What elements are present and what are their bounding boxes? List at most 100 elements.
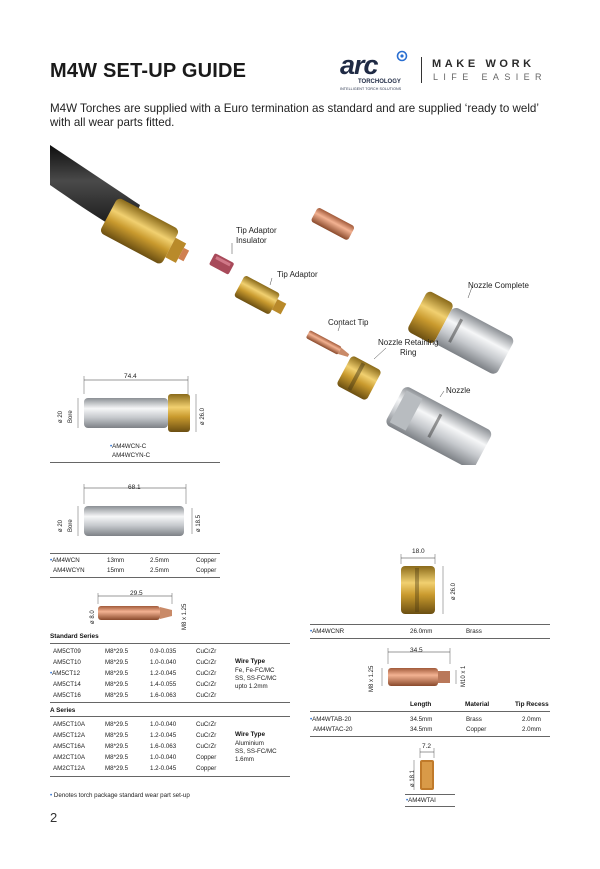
divider xyxy=(310,736,550,737)
cell-material: CuCrZr xyxy=(196,743,217,750)
dim-nozzle-complete-length: 74.4 xyxy=(124,373,137,380)
cell-size: M8*29.5 xyxy=(105,648,129,655)
brand-logo-sub: TORCHOLOGY xyxy=(358,79,401,85)
table-row: •AM4WCNR xyxy=(310,628,345,635)
divider xyxy=(405,794,455,795)
cell-size: M8*29.5 xyxy=(105,659,129,666)
standard-series-heading: Standard Series xyxy=(50,633,99,640)
cell-material: CuCrZr xyxy=(196,692,217,699)
page-title: M4W SET-UP GUIDE xyxy=(50,60,247,82)
cell-wire: 1.0-0.040 xyxy=(150,754,177,761)
cell-material: CuCrZr xyxy=(196,648,217,655)
cell-material: CuCrZr xyxy=(196,670,217,677)
a-series-heading: A Series xyxy=(50,707,76,714)
cell-wire: 1.0-0.040 xyxy=(150,659,177,666)
dim-nozzle-dia-right: ø 18.5 xyxy=(196,514,202,532)
divider xyxy=(50,462,220,463)
dim-retaining-ring-dia: ø 26.0 xyxy=(451,582,457,600)
divider xyxy=(310,638,550,639)
header-tip-recess: Tip Recess xyxy=(515,701,549,708)
dim-contact-tip-dia: ø 8.0 xyxy=(90,610,96,624)
intro-text: M4W Torches are supplied with a Euro ter… xyxy=(50,102,539,129)
part-code-am4wcn-c: •AM4WCN-C xyxy=(110,443,147,450)
dim-retaining-ring-width: 18.0 xyxy=(412,548,425,555)
cell-size: M8*29.5 xyxy=(105,721,129,728)
insulator-drawing xyxy=(413,748,435,790)
cell-wire: 1.2-0.045 xyxy=(150,732,177,739)
dim-contact-tip-thread: M8 x 1.25 xyxy=(182,603,188,630)
cell-wire: 1.2-0.045 xyxy=(150,670,177,677)
header-material: Material xyxy=(465,701,490,708)
wire-type-title: Wire Type xyxy=(235,658,266,665)
dim-tip-adaptor-length: 34.5 xyxy=(410,647,423,654)
table-row: •AM5CT12 xyxy=(50,670,81,677)
label-tip-adaptor: Tip Adaptor xyxy=(277,270,318,279)
dim-nozzle-complete-dia-left: ø 20 xyxy=(58,410,64,423)
label-nozzle-retaining-ring: Nozzle Retaining Ring xyxy=(378,338,439,357)
cell-size: M8*29.5 xyxy=(105,681,129,688)
table-row: AM5CT16A xyxy=(53,743,85,750)
table-row: AM2CT12A xyxy=(53,765,85,772)
table-row: AM5CT14 xyxy=(53,681,81,688)
cell-material: CuCrZr xyxy=(196,721,217,728)
dim-nozzle-bore: Bore xyxy=(68,519,74,532)
dim-nozzle-complete-dia-right: ø 26.0 xyxy=(200,407,206,425)
divider xyxy=(405,806,455,807)
tip-adaptor-drawing xyxy=(381,648,457,686)
cell-size: M8*29.5 xyxy=(105,765,129,772)
dim-tip-adaptor-thread-left: M8 x 1.25 xyxy=(369,665,375,692)
table-row: AM4WTAC-20 xyxy=(313,726,353,733)
cell-bore: 15mm xyxy=(107,567,125,574)
cell-material: Copper xyxy=(196,765,217,772)
cell-wire: 1.2-0.045 xyxy=(150,765,177,772)
exploded-view-illustration xyxy=(50,145,514,465)
dim-insulator-dia: ø 18.1 xyxy=(410,769,416,787)
cell-material: Brass xyxy=(466,628,482,635)
dim-tip-adaptor-thread-right: M10 x 1 xyxy=(461,665,467,687)
divider xyxy=(310,711,550,712)
dim-insulator-width: 7.2 xyxy=(422,743,432,750)
divider xyxy=(50,716,290,717)
cell-material: CuCrZr xyxy=(196,681,217,688)
table-row: AM5CT12A xyxy=(53,732,85,739)
table-row: •AM4WCN xyxy=(50,557,80,564)
contact-tip-drawing xyxy=(97,593,173,620)
wire-type-text: Aluminium SS, SS-FC/MC 1.6mm xyxy=(235,740,277,763)
cell-material: CuCrZr xyxy=(196,732,217,739)
cell-wire: 1.4-0.055 xyxy=(150,681,177,688)
cell-material: CuCrZr xyxy=(196,659,217,666)
brand-logo: arc xyxy=(340,50,379,80)
cell-material: Copper xyxy=(196,567,217,574)
cell-wire: 1.6-0.063 xyxy=(150,692,177,699)
table-row: AM5CT10A xyxy=(53,721,85,728)
divider xyxy=(50,553,220,554)
nozzle-complete-drawing xyxy=(77,376,197,432)
dim-nozzle-complete-bore: Bore xyxy=(68,410,74,423)
cell-length: 34.5mm xyxy=(410,716,433,723)
table-row: AM2CT10A xyxy=(53,754,85,761)
cell-recess: 2.5mm xyxy=(150,567,169,574)
dim-contact-tip-length: 29.5 xyxy=(130,590,143,597)
label-tip-adaptor-insulator: Tip Adaptor Insulator xyxy=(236,226,277,245)
cell-bore: 13mm xyxy=(107,557,125,564)
cell-length: 26.0mm xyxy=(410,628,433,635)
cell-size: M8*29.5 xyxy=(105,754,129,761)
retaining-ring-drawing xyxy=(400,554,444,614)
page-number: 2 xyxy=(50,810,58,825)
divider xyxy=(50,702,290,703)
wire-type-title: Wire Type xyxy=(235,731,266,738)
footnote: • Denotes torch package standard wear pa… xyxy=(50,792,190,799)
cell-material: Copper xyxy=(196,557,217,564)
label-contact-tip: Contact Tip xyxy=(328,318,369,327)
table-row: •AM4WTAB-20 xyxy=(310,716,352,723)
divider xyxy=(50,776,290,777)
table-row: AM4WCYN xyxy=(53,567,85,574)
cell-size: M8*29.5 xyxy=(105,670,129,677)
table-row: AM5CT09 xyxy=(53,648,81,655)
divider xyxy=(50,577,220,578)
divider xyxy=(310,624,550,625)
cell-wire: 1.0-0.040 xyxy=(150,721,177,728)
cell-length: 34.5mm xyxy=(410,726,433,733)
header-length: Length xyxy=(410,701,432,708)
cell-material: Brass xyxy=(466,716,482,723)
